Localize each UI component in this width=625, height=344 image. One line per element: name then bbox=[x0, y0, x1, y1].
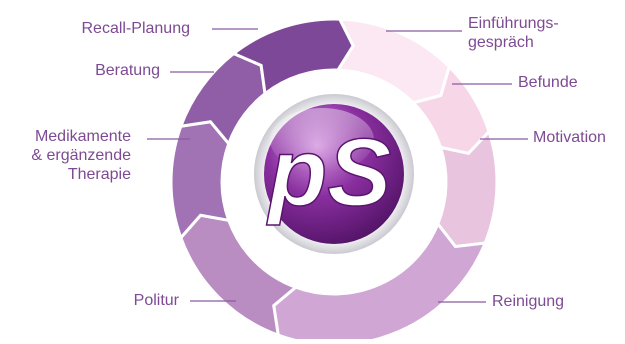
label-recall-planung: Recall-Planung bbox=[81, 20, 190, 37]
label-politur: Politur bbox=[133, 292, 179, 309]
label-beratung: Beratung bbox=[95, 62, 160, 79]
label-reinigung: Reinigung bbox=[492, 293, 565, 310]
segment-einfuehrungsgespraech bbox=[335, 17, 451, 105]
label-einfuehrungsgespraech: Einführungs- gespräch bbox=[468, 15, 559, 51]
ps-logo: pS bbox=[254, 94, 414, 254]
label-befunde: Befunde bbox=[518, 74, 578, 91]
label-medikamente: Medikamente & ergänzende Therapie bbox=[31, 128, 131, 183]
label-motivation: Motivation bbox=[533, 129, 606, 146]
segment-recall-planung bbox=[230, 17, 355, 97]
logo-lettering: pS bbox=[266, 119, 392, 226]
